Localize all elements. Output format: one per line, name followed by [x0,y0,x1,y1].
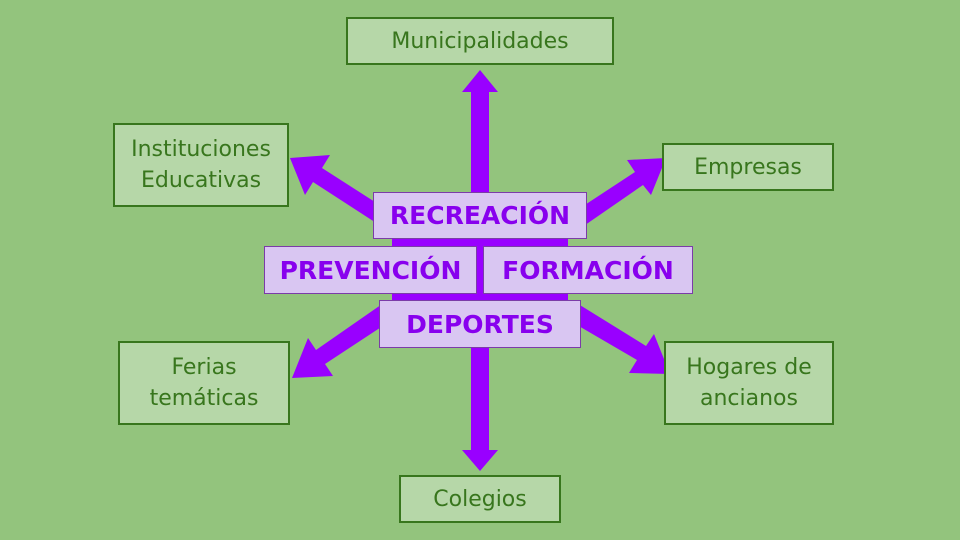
box-hogares-de-ancianos: Hogares de ancianos [664,341,834,425]
arrow-up [462,70,498,200]
label-instituciones-educativas: Instituciones Educativas [131,137,271,193]
label-hogares-de-ancianos: Hogares de ancianos [686,355,812,411]
box-ferias-tematicas: Ferias temáticas [118,341,290,425]
label-municipalidades: Municipalidades [391,28,569,54]
label-deportes: DEPORTES [406,309,554,339]
label-recreacion: RECREACIÓN [389,201,571,230]
arrow-down [462,340,498,471]
box-instituciones-educativas: Instituciones Educativas [113,123,289,207]
box-empresas: Empresas [662,143,834,191]
label-colegios: Colegios [433,486,527,512]
arrow-lower-left [292,302,395,378]
box-municipalidades: Municipalidades [346,17,614,65]
center-recreacion: RECREACIÓN [373,192,587,239]
label-prevencion: PREVENCIÓN [279,255,462,285]
arrow-upper-left [290,155,400,232]
label-empresas: Empresas [694,154,802,180]
center-prevencion: PREVENCIÓN [264,246,477,294]
box-colegios: Colegios [399,475,561,523]
center-formacion: FORMACIÓN [483,246,693,294]
center-deportes: DEPORTES [379,300,581,348]
arrow-lower-right [565,302,670,374]
label-formacion: FORMACIÓN [502,255,674,285]
label-ferias-tematicas: Ferias temáticas [149,355,259,411]
arrow-upper-right [565,158,666,232]
